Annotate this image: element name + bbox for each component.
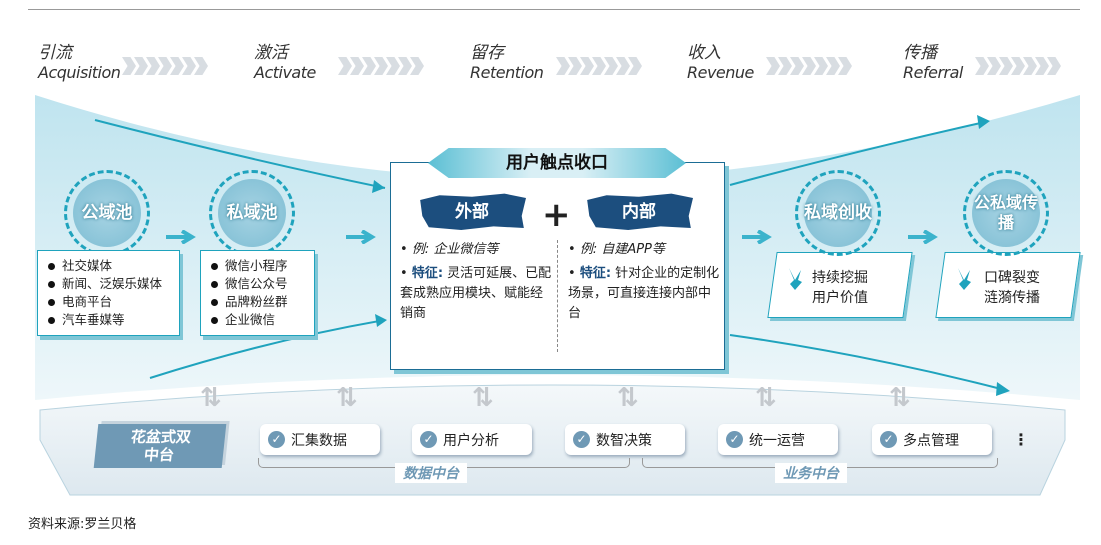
list-item: 汽车垂媒等 [46,311,171,329]
list-item: 电商平台 [46,293,171,311]
platform-item: ✓ 汇集数据 [260,424,380,455]
check-icon: ✓ [420,431,437,448]
list-item: 微信小程序 [209,257,306,275]
sync-icon: ⇅ [617,383,639,413]
external-feature: 灵活可延展、已配套成熟应用模块、赋能经销商 [400,266,552,321]
external-example: 例: 企业微信等 [411,242,499,257]
feature-label: 特征: [411,266,444,281]
stage-cn: 引流 [38,43,72,63]
list-item: 新闻、泛娱乐媒体 [46,275,171,293]
arrow-right-icon [908,230,938,244]
public-pool-list: 社交媒体 新闻、泛娱乐媒体 电商平台 汽车垂媒等 [37,250,180,336]
more-icon: ⋮ [1013,430,1029,449]
chevron-icon [338,57,424,75]
flow-arrow-top-left [94,119,386,189]
sync-icon: ⇅ [755,383,777,413]
outcome-text: 持续挖掘用户价值 [812,268,868,308]
arrow-right-icon [166,230,196,244]
stage-cn: 激活 [254,43,288,63]
platform-item-label: 多点管理 [903,432,959,449]
arrow-right-icon [346,230,376,244]
top-rule [28,9,1080,10]
stage-en: Activate [254,63,316,82]
stage-cn: 留存 [470,43,504,63]
private-pool-title: 私域池 [218,179,286,247]
flow-arrow-bottom-right [729,334,1006,391]
outcome-text: 口碑裂变涟漪传播 [984,268,1040,308]
private-pool-circle: 私域池 [209,170,295,256]
list-item: 社交媒体 [46,257,171,275]
internal-feature: 针对企业的定制化场景，可直接连接内部中台 [568,266,720,321]
public-pool-circle: 公域池 [64,170,150,256]
internal-details: • 例: 自建APP等 • 特征: 针对企业的定制化场景，可直接连接内部中台 [568,242,720,321]
internal-example: 例: 自建APP等 [579,242,665,257]
platform-item: ✓ 用户分析 [412,424,532,455]
external-label: 外部 [420,193,526,230]
divider [557,240,558,352]
internal-label: 内部 [587,193,693,230]
outcome-title: 公私域传播 [972,179,1040,247]
stage-cn: 收入 [687,43,721,63]
platform-item: ✓ 数智决策 [565,424,685,455]
data-platform-label: 数据中台 [395,463,467,483]
outcome-line: 持续挖掘 [812,270,868,286]
feature-label: 特征: [579,266,612,281]
platform-item: ✓ 多点管理 [872,424,992,455]
flow-arrow-top-right [729,121,986,186]
stage-en: Acquisition [38,63,121,82]
stage-en: Referral [903,63,963,82]
sync-icon: ⇅ [200,383,222,413]
platform-item-label: 用户分析 [443,432,499,449]
list-item: 企业微信 [209,311,306,329]
chevron-icon [766,57,852,75]
check-icon: ✓ [573,431,590,448]
arrow-right-icon [742,230,772,244]
outcome-line: 口碑裂变 [984,270,1040,286]
stage-en: Retention [470,63,544,82]
list-item: 微信公众号 [209,275,306,293]
dual-platform-tag: 花盆式双中台 [93,424,227,468]
sync-icon: ⇅ [336,383,358,413]
sync-icon: ⇅ [889,383,911,413]
fan-icon [789,268,802,290]
platform-item-label: 数智决策 [596,432,652,449]
plus-icon: + [542,195,571,235]
business-platform-label: 业务中台 [775,463,847,483]
chevron-icon [122,57,208,75]
chevron-icon [975,57,1061,75]
list-item: 品牌粉丝群 [209,293,306,311]
platform-item: ✓ 统一运营 [718,424,838,455]
touchpoint-title: 用户触点收口 [428,148,686,178]
source-note: 资料来源:罗兰贝格 [28,517,137,532]
fan-icon [958,268,971,290]
check-icon: ✓ [880,431,897,448]
public-pool-title: 公域池 [73,179,141,247]
outcome-line: 用户价值 [812,290,868,306]
stage-en: Revenue [687,63,754,82]
private-revenue-circle: 私域创收 [795,170,881,256]
chevron-icon [556,57,642,75]
external-details: • 例: 企业微信等 • 特征: 灵活可延展、已配套成熟应用模块、赋能经销商 [400,242,552,321]
referral-circle: 公私域传播 [963,170,1049,256]
platform-item-label: 汇集数据 [291,432,347,449]
check-icon: ✓ [268,431,285,448]
outcome-line: 涟漪传播 [984,290,1040,306]
platform-item-label: 统一运营 [749,432,805,449]
check-icon: ✓ [726,431,743,448]
stage-cn: 传播 [903,43,937,63]
sync-icon: ⇅ [472,383,494,413]
outcome-title: 私域创收 [804,179,872,247]
private-pool-list: 微信小程序 微信公众号 品牌粉丝群 企业微信 [200,250,315,336]
flow-arrow-bottom-left [149,319,386,379]
